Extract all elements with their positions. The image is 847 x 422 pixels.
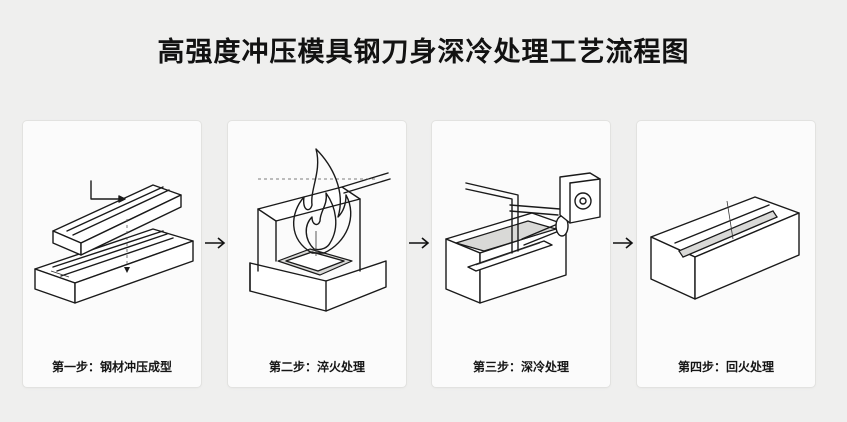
step-card-1: 第一步：钢材冲压成型	[23, 121, 201, 387]
right-arrow-icon	[205, 237, 226, 249]
finished-blade-block-icon	[650, 196, 800, 300]
right-arrow-icon	[409, 237, 430, 249]
cryo-tank-icon	[445, 172, 601, 304]
step-label-1: 第一步：钢材冲压成型	[51, 360, 172, 374]
step-label-4: 第四步：回火处理	[677, 360, 774, 374]
flame-furnace-icon	[249, 148, 391, 312]
right-arrow-icon	[613, 237, 634, 249]
step-label-3: 第三步：深冷处理	[472, 360, 569, 374]
step-card-4: 第四步：回火处理	[637, 121, 815, 387]
step-card-3: 第三步：深冷处理	[432, 121, 610, 387]
press-die-icon	[34, 180, 194, 304]
page-title: 高强度冲压模具钢刀身深冷处理工艺流程图	[157, 37, 690, 68]
step-label-2: 第二步：淬火处理	[268, 360, 365, 374]
step-card-2: 第二步：淬火处理	[228, 121, 406, 387]
